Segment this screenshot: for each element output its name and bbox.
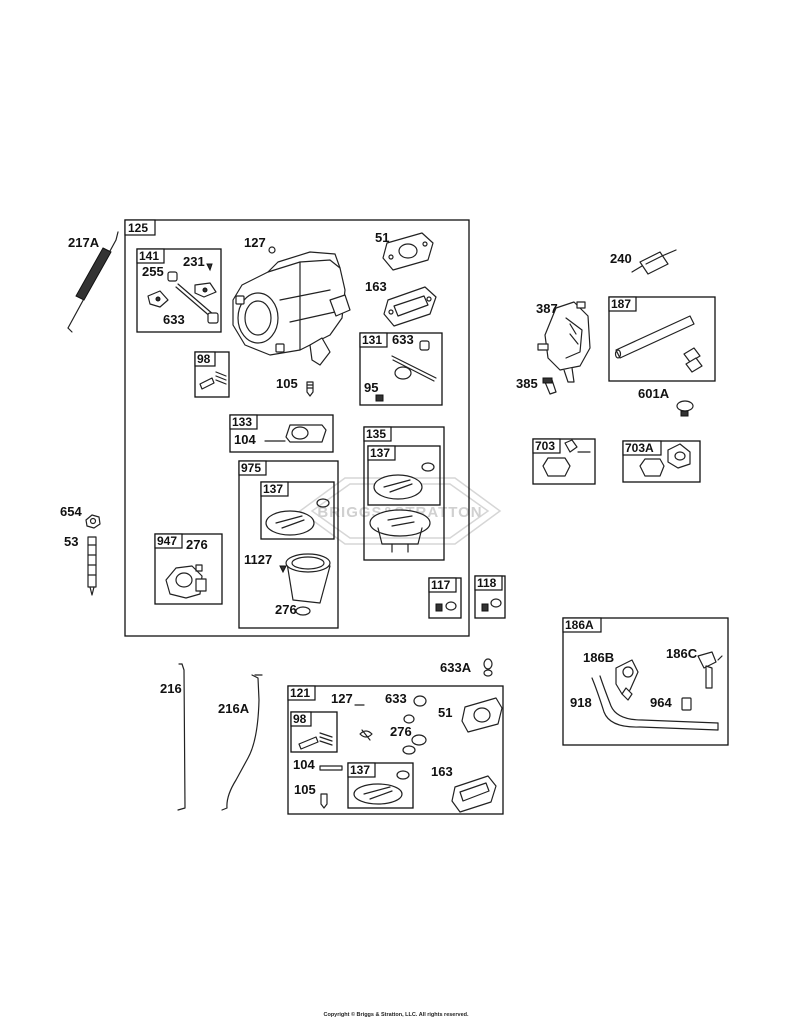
callout-276: 276 [186,537,208,552]
callout-127: 127 [331,691,353,706]
kit-number: 117 [431,578,451,592]
callout-633: 633 [163,312,185,327]
kit-number: 133 [232,415,252,429]
callout-127: 127 [244,235,266,250]
callout-601A: 601A [638,386,670,401]
kit-box-125: 125 [124,219,470,637]
kit-number: 703A [625,441,654,455]
callout-216A: 216A [218,701,250,716]
kit-box-137: 137 [260,481,335,540]
kit-number: 141 [139,249,159,263]
callout-633A: 633A [440,660,472,675]
callout-918: 918 [570,695,592,710]
kit-number: 186A [565,618,594,632]
callout-1127: 1127 [244,552,272,567]
callout-255: 255 [142,264,164,279]
throttle-link-part [177,663,186,811]
stud-part [87,536,97,596]
choke-link-part [221,674,263,811]
callout-276: 276 [275,602,297,617]
gasket-part [383,286,437,327]
callout-53: 53 [64,534,78,549]
kit-number: 137 [370,446,390,460]
callout-633: 633 [385,691,407,706]
kit-box-186A: 186A [562,617,729,746]
kit-number: 975 [241,461,261,475]
kit-number: 703 [535,439,555,453]
kit-number: 98 [293,712,307,726]
kit-number: 187 [611,297,631,311]
callout-105: 105 [276,376,298,391]
kit-box-98: 98 [194,351,230,398]
callout-387: 387 [536,301,558,316]
kit-number: 121 [290,686,310,700]
kit-121-parts [319,695,503,813]
kit-box-98: 98 [290,711,338,753]
callout-186B: 186B [583,650,614,665]
kit-box-975: 975 [238,460,339,629]
kit-box-117: 117 [428,577,462,619]
kit-box-131: 131 [359,332,443,406]
kit-number: 137 [350,763,370,777]
callout-labels: 217A 127 51 231 255 163 633 633 105 95 1… [60,230,698,797]
nut-part [85,514,101,529]
callout-240: 240 [610,251,632,266]
callout-216: 216 [160,681,182,696]
copyright-notice: Copyright © Briggs & Stratton, LLC. All … [323,1012,469,1018]
kit-number: 135 [366,427,386,441]
gasket-part [382,232,434,271]
governor-spring-rod-part [67,231,119,333]
nut-part [483,658,493,677]
callout-104: 104 [234,432,256,447]
callout-654: 654 [60,504,82,519]
callout-964: 964 [650,695,672,710]
kit-box-137: 137 [347,762,414,809]
kit-box-703: 703 [532,438,596,485]
kit-box-121: 121 [287,685,504,815]
kit-box-947: 947 [154,533,223,605]
callout-276: 276 [390,724,412,739]
kit-box-118: 118 [474,575,506,619]
callout-186C: 186C [666,646,698,661]
callout-95: 95 [364,380,378,395]
float-bowl-part [369,509,431,553]
fuel-pump-part [537,301,591,383]
callout-51: 51 [375,230,389,245]
fuel-filter-part [631,249,677,275]
kit-number: 125 [128,221,148,235]
kit-box-703A: 703A [622,440,701,483]
callout-217A: 217A [68,235,100,250]
hose-clamp-part [676,400,694,417]
callout-385: 385 [516,376,538,391]
kit-box-133: 133 [229,414,334,453]
kit-box-141: 141 [136,248,222,333]
choke-shaft-part [147,263,219,324]
float-bowl-part [279,553,331,616]
kit-box-137: 137 [367,445,441,506]
callout-231: 231 [183,254,205,269]
kit-number: 98 [197,352,211,366]
callout-163: 163 [431,764,453,779]
callout-104: 104 [293,757,315,772]
kit-number: 131 [362,333,382,347]
kit-number: 137 [263,482,283,496]
callout-51: 51 [438,705,452,720]
screw-part [542,377,557,395]
screw-part [306,381,314,397]
callout-163: 163 [365,279,387,294]
kit-box-135: 135 [363,426,445,561]
kit-number: 118 [477,576,497,590]
kit-box-187: 187 [608,296,716,382]
kit-number: 947 [157,534,177,548]
callout-105: 105 [294,782,316,797]
carburetor-body [232,246,351,366]
callout-633: 633 [392,332,414,347]
